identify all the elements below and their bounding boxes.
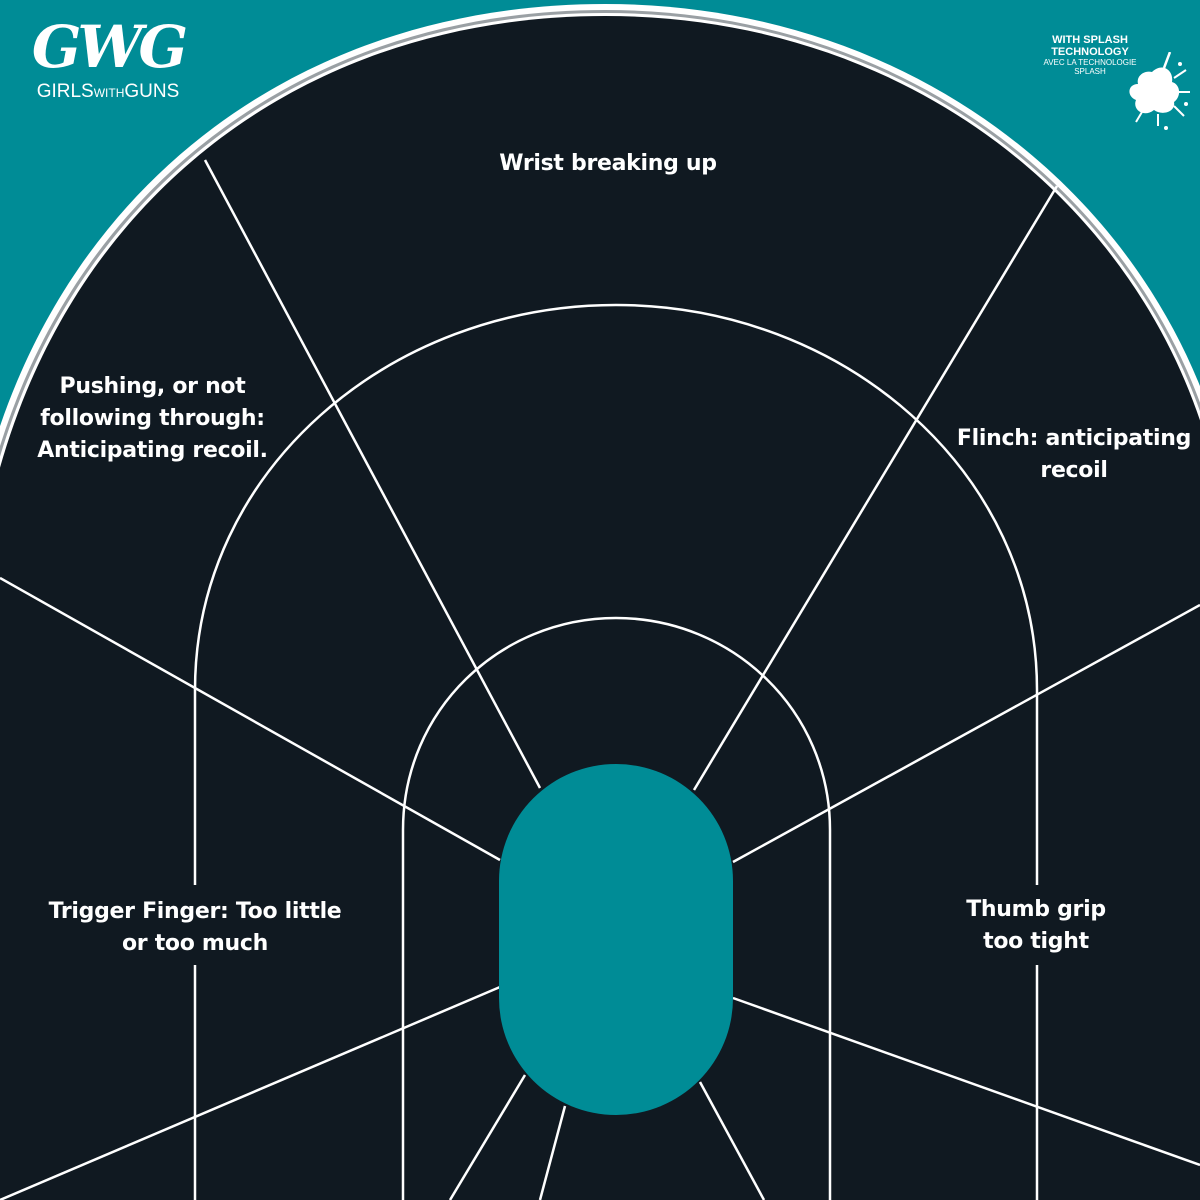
logo-wordmark: GIRLSWITHGUNS: [36, 81, 180, 102]
center-bullseye: [499, 764, 733, 1115]
logo-mark: GWG: [31, 13, 188, 81]
label-flinch-anticipating-recoil: Flinch: anticipating recoil: [956, 426, 1192, 483]
inner-ring: [401, 616, 832, 1200]
girls-with-guns-logo: GWG GIRLSWITHGUNS: [18, 14, 198, 103]
zone-divider-lines: [0, 159, 1200, 1200]
label-trigger-finger: Trigger Finger: Too little or too much: [48, 899, 342, 956]
label-thumb-grip-too-tight: Thumb grip too tight: [966, 897, 1106, 954]
outer-ring: [0, 4, 1200, 1200]
label-pushing-anticipating-recoil: Pushing, or not following through: Antic…: [37, 374, 268, 463]
middle-ring: [193, 303, 1039, 1200]
paint-splash-icon: [1129, 52, 1190, 130]
label-wrist-breaking-up: Wrist breaking up: [499, 151, 717, 176]
splash-technology-badge: WITH SPLASH TECHNOLOGY AVEC LA TECHNOLOG…: [1030, 34, 1200, 130]
